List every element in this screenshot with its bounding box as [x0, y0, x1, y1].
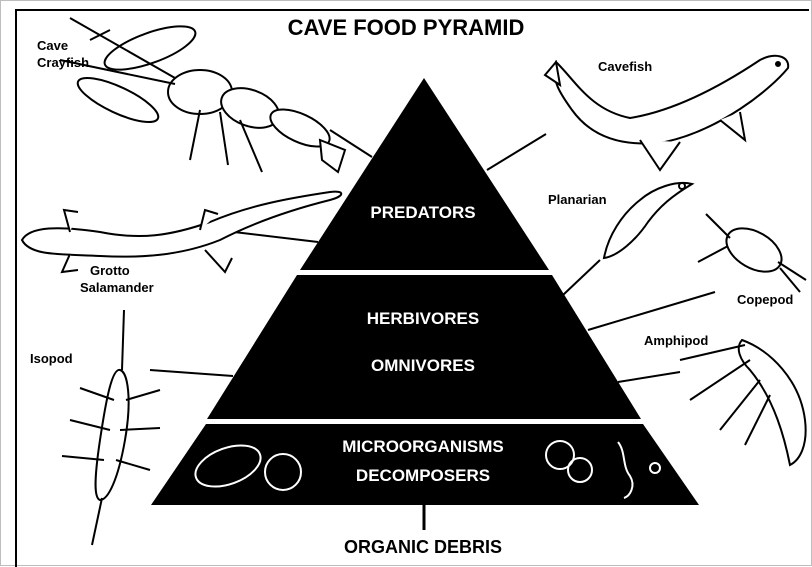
planarian-connector [563, 260, 600, 295]
pyramid-middle-tier [207, 275, 641, 419]
diagram-title: CAVE FOOD PYRAMID [0, 15, 812, 41]
tier-label-omnivores: OMNIVORES [0, 356, 812, 376]
label-cave: Cave [37, 38, 68, 54]
label-salamander: Salamander [80, 280, 154, 296]
pyramid-top-tier [300, 78, 549, 270]
copepod-drawing [698, 214, 806, 292]
isopod-drawing [62, 310, 160, 545]
tier-label-predators: PREDATORS [0, 203, 812, 223]
tier-label-decomposers: DECOMPOSERS [0, 466, 812, 486]
salamander-connector [234, 232, 318, 242]
label-crayfish: Crayfish [37, 55, 89, 71]
label-copepod: Copepod [737, 292, 793, 308]
tier-label-herbivores: HERBIVORES [0, 309, 812, 329]
cavefish-connector [487, 134, 546, 170]
label-planarian: Planarian [548, 192, 607, 208]
tier-label-microorganisms: MICROORGANISMS [0, 437, 812, 457]
label-grotto: Grotto [90, 263, 130, 279]
label-amphipod: Amphipod [644, 333, 708, 349]
cavefish-drawing [545, 56, 788, 170]
label-isopod: Isopod [30, 351, 73, 367]
organic-debris-label: ORGANIC DEBRIS [0, 537, 812, 558]
label-cavefish: Cavefish [598, 59, 652, 75]
